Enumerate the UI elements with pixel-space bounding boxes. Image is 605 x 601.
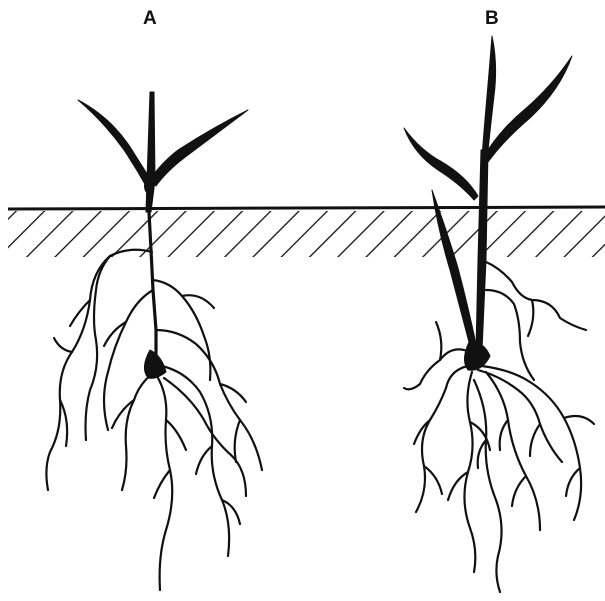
- seedling-a-right-leaf: [150, 110, 248, 186]
- seedling-b-roots: [404, 262, 594, 592]
- seedling-a-left-leaf: [78, 100, 151, 186]
- soil-hatching: [8, 211, 605, 257]
- seedling-a-stem: [146, 92, 155, 212]
- seedling-a-crown: [144, 350, 166, 378]
- soil-layer: [8, 207, 605, 257]
- seedling-a: [46, 92, 262, 590]
- panel-label-b: B: [485, 8, 499, 30]
- seedling-b: [404, 36, 594, 592]
- panel-label-a: A: [143, 8, 157, 30]
- seedling-b-left-leaf: [404, 128, 478, 200]
- seedling-b-right-leaf: [484, 56, 572, 162]
- seedling-b-stem: [476, 150, 488, 350]
- soil-surface-line: [8, 207, 605, 209]
- seedling-a-node: [144, 178, 154, 194]
